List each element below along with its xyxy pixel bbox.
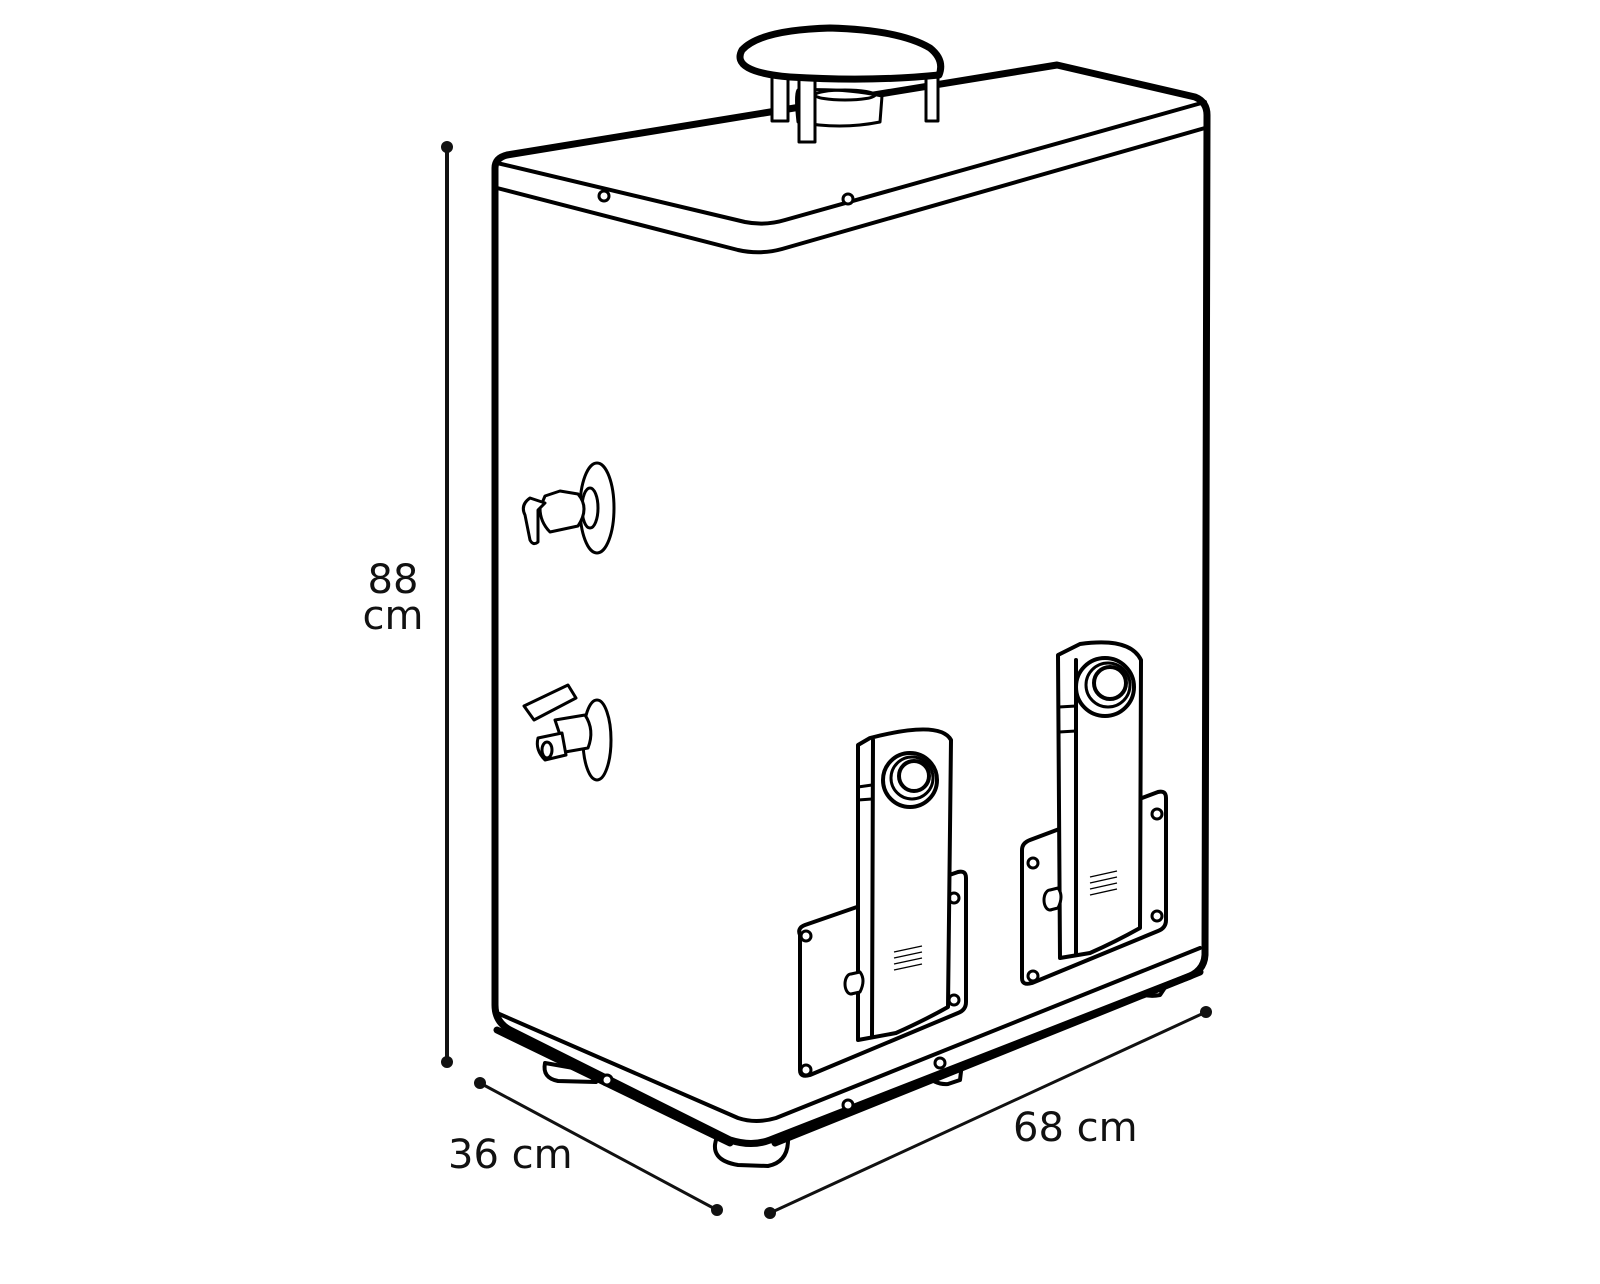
height-label: 88 cm <box>348 560 438 636</box>
speaker-grille <box>1089 870 1118 896</box>
right-control-panel <box>1020 640 1168 986</box>
lower-valve <box>522 683 613 782</box>
depth-dimension-line <box>474 1077 723 1216</box>
bottom-rivets <box>600 1056 947 1112</box>
speaker-grille <box>893 945 923 971</box>
top-rivets <box>597 189 855 206</box>
height-value: 88 <box>367 557 419 603</box>
depth-label: 36 cm <box>448 1132 573 1178</box>
width-label: 68 cm <box>1013 1105 1138 1151</box>
height-dimension-line <box>441 141 453 1068</box>
left-control-panel <box>797 727 968 1078</box>
height-unit: cm <box>362 593 424 639</box>
width-dimension-line <box>764 1006 1212 1219</box>
vent-cap <box>736 24 945 144</box>
upper-valve <box>521 461 616 555</box>
